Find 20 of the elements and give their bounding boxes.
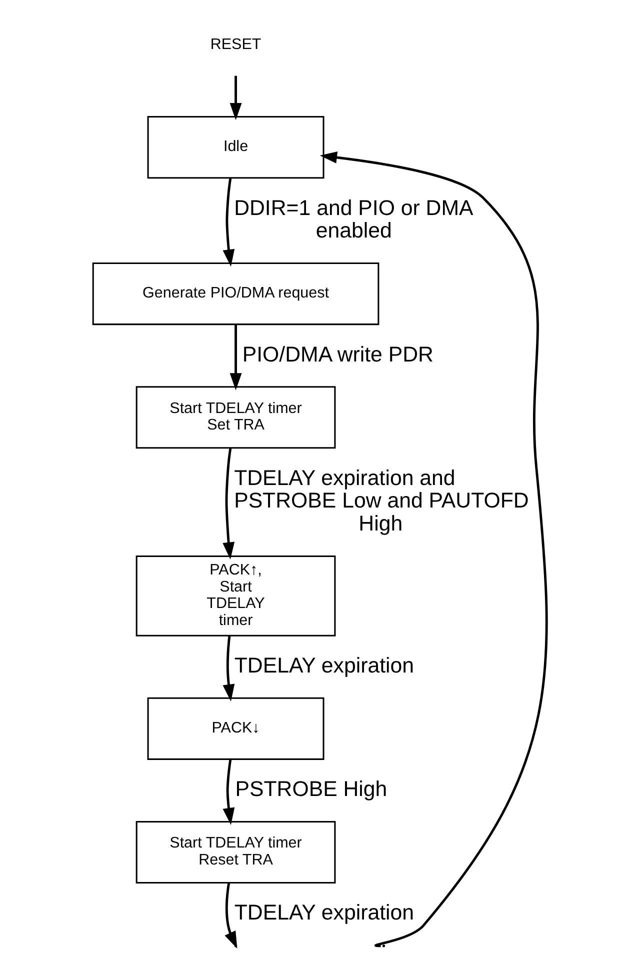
node-box: Generate PIO/DMA request	[92, 262, 380, 326]
arrow	[222, 178, 235, 267]
arrow	[222, 636, 235, 702]
arrow	[320, 152, 548, 946]
node-box: Start TDELAY timer Set TRA	[136, 386, 336, 449]
edge-label: TDELAY expiration	[234, 654, 414, 678]
node-box: PACK↑, Start TDELAY timer	[136, 555, 336, 636]
edge-label: PIO/DMA write PDR	[242, 342, 434, 366]
node-box: Idle	[147, 116, 324, 179]
node-box: PACK↓	[147, 697, 324, 760]
node-text: RESET	[210, 36, 262, 53]
edge-label: DDIR=1 and PIO or DMA enabled	[234, 196, 474, 243]
edge-label: TDELAY expiration and PSTROBE Low and PAUTOFD High	[234, 466, 529, 536]
edge-label: TDELAY expiration	[234, 900, 414, 925]
arrow	[222, 759, 235, 826]
node-box: Start TDELAY timer Reset TRA	[136, 820, 336, 884]
edge-label: PSTROBE High	[235, 777, 388, 802]
arrow	[230, 76, 242, 120]
arrow	[230, 324, 242, 390]
arrow	[222, 448, 235, 560]
